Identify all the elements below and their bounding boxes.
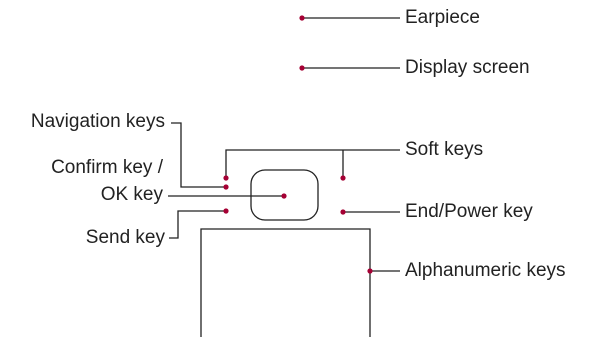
pointer-dot-end-power-key <box>340 209 346 215</box>
ok-key-outline <box>250 169 319 221</box>
leader-soft-keys-left <box>225 149 400 178</box>
pointer-dot-send-key <box>223 208 229 214</box>
label-earpiece: Earpiece <box>405 7 480 28</box>
pointer-dot-navigation-keys <box>223 184 229 190</box>
label-confirm-key-line2: OK key <box>100 184 163 205</box>
label-navigation-keys: Navigation keys <box>30 111 165 132</box>
label-end-power-key: End/Power key <box>405 201 533 222</box>
label-alphanumeric-keys: Alphanumeric keys <box>405 260 566 281</box>
label-soft-keys: Soft keys <box>405 139 484 160</box>
pointer-dot-soft-key-right <box>340 175 346 181</box>
leader-send-key <box>169 210 226 239</box>
pointer-dot-confirm-key <box>281 193 287 199</box>
label-display-screen: Display screen <box>405 57 530 78</box>
keypad-bracket <box>200 228 371 337</box>
pointer-dot-soft-key-left <box>223 175 229 181</box>
label-confirm-key-line1: Confirm key / <box>51 157 163 178</box>
pointer-dot-alphanumeric-keys <box>367 268 373 274</box>
pointer-dot-earpiece <box>299 15 305 21</box>
label-send-key: Send key <box>85 227 165 248</box>
leader-navigation-keys <box>171 122 226 188</box>
pointer-dot-display-screen <box>299 65 305 71</box>
